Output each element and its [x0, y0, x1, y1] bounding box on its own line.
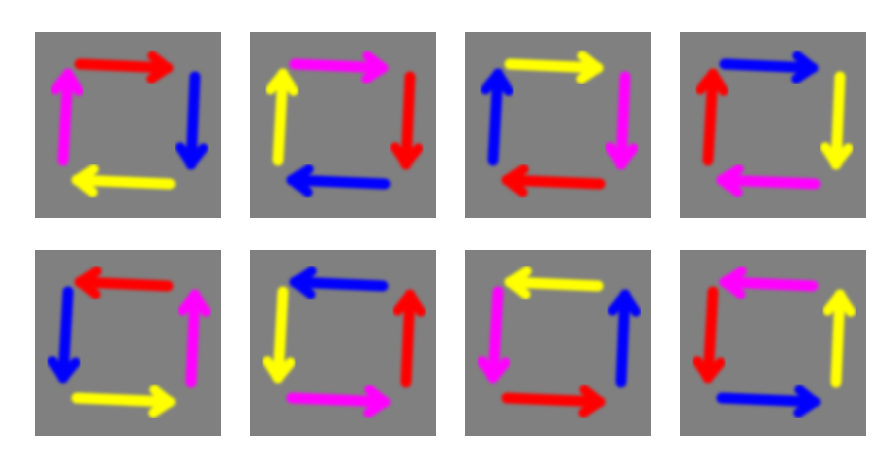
top-arrow-icon — [719, 265, 819, 300]
right-arrow-icon — [174, 71, 209, 170]
top-arrow-icon — [289, 50, 389, 85]
bottom-arrow-icon — [716, 384, 821, 419]
left-arrow-icon — [480, 68, 514, 166]
right-arrow-icon — [819, 71, 854, 170]
top-arrow-icon — [719, 50, 819, 85]
right-arrow-icon — [822, 289, 857, 388]
right-arrow-icon — [604, 71, 639, 170]
right-arrow-icon — [392, 289, 427, 388]
bottom-arrow-icon — [71, 163, 176, 198]
top-arrow-icon — [74, 265, 174, 300]
bottom-arrow-icon — [286, 384, 391, 419]
arrow-tile — [680, 32, 866, 218]
left-arrow-icon — [265, 68, 299, 166]
top-arrow-icon — [74, 50, 174, 85]
left-arrow-icon — [262, 286, 296, 384]
arrow-tile — [250, 250, 436, 436]
left-arrow-icon — [695, 68, 729, 166]
bottom-arrow-icon — [286, 163, 391, 198]
bottom-arrow-icon — [501, 384, 606, 419]
left-arrow-icon — [692, 286, 726, 384]
arrow-tile — [35, 32, 221, 218]
right-arrow-icon — [177, 289, 212, 388]
top-arrow-icon — [504, 50, 604, 85]
arrow-tile — [35, 250, 221, 436]
top-arrow-icon — [504, 265, 604, 300]
right-arrow-icon — [607, 289, 642, 388]
left-arrow-icon — [50, 68, 84, 166]
left-arrow-icon — [477, 286, 511, 384]
bottom-arrow-icon — [71, 384, 176, 419]
arrow-tile — [465, 32, 651, 218]
left-arrow-icon — [47, 286, 81, 384]
arrow-tile — [250, 32, 436, 218]
arrow-tile — [680, 250, 866, 436]
bottom-arrow-icon — [716, 163, 821, 198]
bottom-arrow-icon — [501, 163, 606, 198]
arrow-tile — [465, 250, 651, 436]
top-arrow-icon — [289, 265, 389, 300]
right-arrow-icon — [389, 71, 424, 170]
